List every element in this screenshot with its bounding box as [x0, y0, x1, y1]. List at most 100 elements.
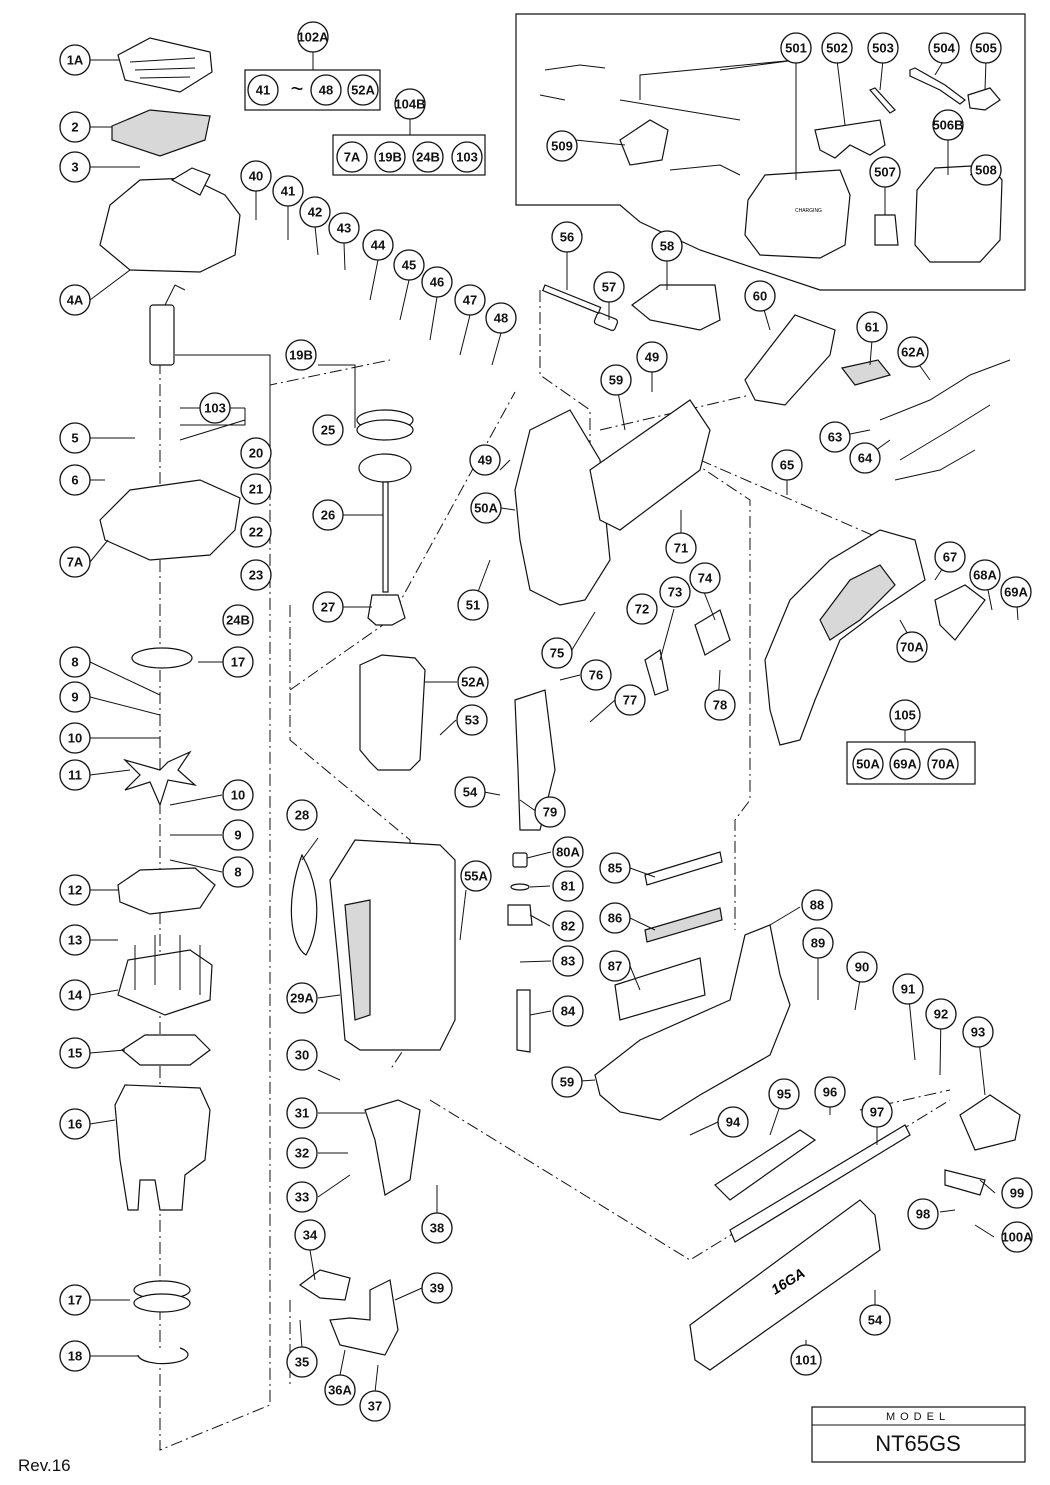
callout-56: 56: [551, 221, 583, 253]
callout-54-alt: 54: [859, 1304, 891, 1336]
svg-text:77: 77: [623, 693, 637, 708]
svg-text:19B: 19B: [378, 150, 402, 165]
glasses-part: [814, 119, 886, 159]
callout-21: 21: [240, 473, 272, 505]
adjuster-part: [967, 87, 1001, 111]
callout-11: 11: [59, 759, 91, 791]
callout-16: 16: [59, 1108, 91, 1140]
callout-10: 10: [59, 722, 91, 754]
callout-39: 39: [421, 1272, 453, 1304]
svg-text:52A: 52A: [461, 675, 485, 690]
svg-text:55A: 55A: [464, 869, 488, 884]
callout-84: 84: [552, 995, 584, 1027]
svg-text:75: 75: [550, 646, 564, 661]
svg-text:49: 49: [478, 453, 492, 468]
callout-63: 63: [819, 421, 851, 453]
svg-text:17: 17: [68, 1293, 82, 1308]
battery-part: [744, 314, 836, 406]
svg-text:36A: 36A: [328, 1383, 352, 1398]
circlip-part: [137, 1347, 189, 1365]
svg-text:21: 21: [249, 482, 263, 497]
svg-text:14: 14: [68, 988, 83, 1003]
svg-text:41: 41: [281, 184, 295, 199]
callout-88: 88: [801, 889, 833, 921]
filter-part: [111, 109, 211, 157]
svg-text:54: 54: [868, 1313, 883, 1328]
svg-text:80A: 80A: [556, 845, 580, 860]
callout-layer: 1A234A567A8910111213141516171819B2021222…: [59, 21, 1033, 1422]
callout-81: 81: [552, 870, 584, 902]
kit-105-item-70a: 70A: [927, 748, 959, 780]
svg-text:24B: 24B: [416, 150, 440, 165]
nose-assembly-part: [364, 1099, 421, 1196]
svg-text:41: 41: [256, 83, 270, 98]
callout-69a: 69A: [1000, 576, 1032, 608]
svg-text:88: 88: [810, 898, 824, 913]
kit-104b-item-7a: 7A: [336, 141, 368, 173]
rear-guide-part: [959, 1094, 1021, 1151]
callout-67: 67: [934, 541, 966, 573]
callout-55a: 55A: [460, 860, 492, 892]
svg-text:60: 60: [753, 289, 767, 304]
control-board-part: [840, 359, 892, 386]
label-strip-2: [644, 907, 723, 943]
callout-90: 90: [846, 951, 878, 983]
svg-text:90: 90: [855, 960, 869, 975]
svg-text:31: 31: [295, 1106, 309, 1121]
svg-text:85: 85: [608, 861, 622, 876]
wiring-harness-part: [879, 359, 1011, 481]
svg-text:34: 34: [303, 1228, 318, 1243]
svg-text:72: 72: [635, 602, 649, 617]
svg-text:89: 89: [811, 936, 825, 951]
callout-18: 18: [59, 1340, 91, 1372]
callout-13: 13: [59, 924, 91, 956]
callout-46: 46: [421, 266, 453, 298]
guide-lever-part: [514, 409, 611, 606]
svg-text:74: 74: [698, 571, 713, 586]
cylinder-part: [359, 654, 426, 771]
callout-65: 65: [771, 449, 803, 481]
svg-text:49: 49: [645, 350, 659, 365]
svg-text:56: 56: [560, 230, 574, 245]
callout-71: 71: [665, 532, 697, 564]
callout-504: 504: [928, 32, 960, 64]
svg-text:86: 86: [608, 911, 622, 926]
callout-80a: 80A: [552, 836, 584, 868]
kit-102a-item-52a: 52A: [347, 74, 379, 106]
svg-text:8: 8: [234, 865, 241, 880]
callout-9: 9: [59, 681, 91, 713]
svg-text:59: 59: [609, 373, 623, 388]
callout-78: 78: [704, 689, 736, 721]
svg-text:17: 17: [231, 655, 245, 670]
fan-part: [122, 750, 198, 807]
svg-text:63: 63: [828, 430, 842, 445]
cap-body-part: [99, 177, 241, 273]
svg-text:503: 503: [872, 41, 894, 56]
svg-text:11: 11: [68, 768, 82, 783]
svg-text:51: 51: [466, 598, 480, 613]
callout-60: 60: [744, 280, 776, 312]
callout-23: 23: [240, 559, 272, 591]
callout-15: 15: [59, 1037, 91, 1069]
callout-83: 83: [552, 945, 584, 977]
callout-93: 93: [962, 1016, 994, 1048]
svg-text:70A: 70A: [931, 757, 955, 772]
kit-105-item-69a: 69A: [889, 748, 921, 780]
callout-70a: 70A: [896, 631, 928, 663]
svg-text:10: 10: [68, 731, 82, 746]
callout-49-alt: 49: [636, 341, 668, 373]
callout-509: 509: [546, 130, 578, 162]
svg-text:44: 44: [371, 238, 386, 253]
svg-text:91: 91: [901, 982, 915, 997]
svg-text:12: 12: [68, 883, 82, 898]
callout-24b: 24B: [222, 604, 254, 636]
svg-text:505: 505: [975, 41, 997, 56]
callout-91: 91: [892, 973, 924, 1005]
svg-text:32: 32: [295, 1146, 309, 1161]
pusher-part: [714, 1129, 817, 1201]
callout-51: 51: [457, 589, 489, 621]
callout-79: 79: [534, 796, 566, 828]
callout-29a: 29A: [286, 982, 318, 1014]
svg-text:29A: 29A: [290, 991, 314, 1006]
svg-text:504: 504: [933, 41, 955, 56]
